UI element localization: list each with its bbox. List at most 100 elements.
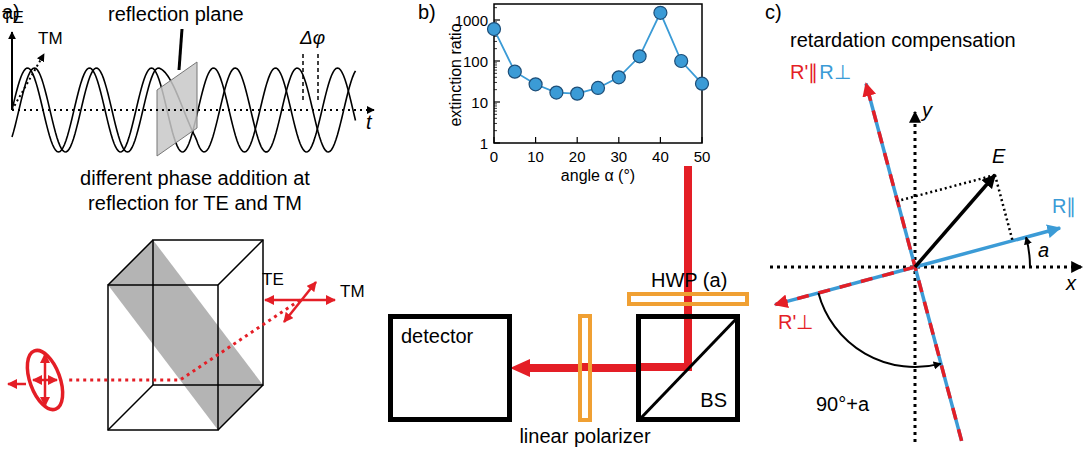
drawing-stroke	[494, 13, 702, 94]
polarization-ellipse	[20, 346, 69, 415]
tick-label: 30	[610, 149, 627, 164]
axis-name: R⊥	[819, 62, 850, 82]
drawing-stroke	[535, 137, 536, 143]
x-axis	[770, 266, 1082, 269]
drawing-stroke	[494, 89, 497, 90]
part-name: HWP (a)	[651, 270, 727, 290]
axis-title: extinction ratio	[448, 23, 464, 126]
drawing-stroke	[494, 142, 500, 143]
drawing-stroke	[494, 108, 497, 109]
phase-marker	[317, 54, 319, 100]
drawing-stroke	[494, 62, 497, 63]
tm-vector	[12, 54, 44, 110]
tick-label: 1	[480, 136, 488, 151]
beam-path	[66, 300, 300, 380]
axis-label: x	[1066, 273, 1076, 293]
drawing-stroke	[494, 130, 497, 131]
phase-label: Δφ	[300, 28, 325, 47]
mode-label: TE	[262, 271, 284, 288]
chart	[488, 4, 709, 143]
drawing-stroke	[493, 137, 494, 143]
panel-title: retardation compensation	[790, 30, 1016, 50]
polarization-arrow	[33, 379, 57, 382]
drawing-stroke	[494, 82, 497, 83]
angle-label: 90°+a	[816, 394, 869, 414]
drawing-stroke	[494, 105, 497, 106]
panel-letter: b)	[418, 2, 436, 22]
tick-label: 0	[490, 149, 498, 164]
laser-beam	[530, 364, 578, 372]
drawing-stroke	[577, 137, 578, 143]
r-parallel-axis	[915, 228, 1060, 267]
vector-label: E	[992, 146, 1005, 166]
drawing-stroke	[550, 86, 563, 99]
drawing-stroke	[494, 114, 497, 115]
beam-splitter: BS	[636, 314, 740, 422]
drawing-stroke	[494, 103, 497, 104]
cube-back	[153, 240, 263, 385]
drawing-stroke	[660, 137, 661, 143]
angle-arc	[818, 293, 941, 367]
part-name: linear polarizer	[519, 426, 650, 446]
projection-line	[897, 175, 995, 201]
r-perp-axis	[866, 84, 962, 441]
tick-label: 10	[471, 95, 488, 110]
drawing-stroke	[494, 41, 497, 42]
detector-box: detector	[388, 314, 512, 422]
time-axis	[12, 109, 374, 111]
field-vector	[915, 175, 995, 267]
waveplate: HWP (a)	[627, 292, 749, 306]
te-vector	[11, 32, 13, 110]
beam-out-arrow	[8, 383, 26, 386]
splitter-diagonal	[640, 317, 738, 419]
tick-label: 20	[569, 149, 586, 164]
drawing-stroke	[701, 137, 702, 143]
angle-label: a	[1038, 240, 1049, 260]
drawing-stroke	[494, 67, 497, 68]
axis-name: R'∥	[790, 62, 818, 82]
laser-beam	[592, 364, 636, 372]
axis-label: t	[366, 112, 372, 132]
drawing-stroke	[494, 64, 497, 65]
mode-label: TE	[2, 9, 24, 26]
part-name: reflection plane	[108, 4, 244, 24]
cube-plane	[108, 240, 263, 430]
drawing-stroke	[571, 87, 584, 100]
drawing-stroke	[494, 101, 500, 102]
polarizer: linear polarizer	[578, 314, 592, 422]
drawing-stroke	[494, 7, 497, 8]
r-perp-prime-axis	[775, 267, 915, 305]
drawing-stroke	[494, 123, 497, 124]
r-perp-axis	[866, 84, 962, 441]
caption-note: different phase addition at reflection f…	[50, 166, 340, 216]
mode-label: TM	[340, 283, 365, 300]
drawing-stroke	[494, 70, 497, 71]
laser-beam	[684, 306, 692, 314]
drawing-stroke	[654, 6, 667, 19]
drawing-stroke	[612, 71, 625, 84]
axis-title: angle α (°)	[561, 168, 635, 184]
axis-name: R'⊥	[778, 312, 813, 332]
drawing-stroke	[494, 111, 497, 112]
r-perp-prime-axis	[775, 267, 915, 305]
part-name: detector	[401, 326, 473, 346]
axis-name: R∥	[1052, 196, 1076, 216]
drawing-stroke	[494, 60, 500, 61]
leader-line	[179, 29, 182, 70]
tick-label: 10	[527, 149, 544, 164]
drawing-stroke	[618, 137, 619, 143]
drawing-stroke	[592, 81, 605, 94]
tick-label: 50	[694, 149, 711, 164]
drawing-stroke	[529, 78, 542, 91]
projection-line	[995, 175, 1013, 241]
drawing-stroke	[675, 55, 688, 68]
drawing-stroke	[508, 65, 521, 78]
tm-arrow	[284, 282, 316, 322]
phase-marker	[302, 54, 304, 100]
angle-arc	[1026, 237, 1030, 267]
chart-frame	[494, 4, 702, 143]
drawing-stroke	[494, 73, 497, 74]
drawing-stroke	[488, 23, 501, 36]
